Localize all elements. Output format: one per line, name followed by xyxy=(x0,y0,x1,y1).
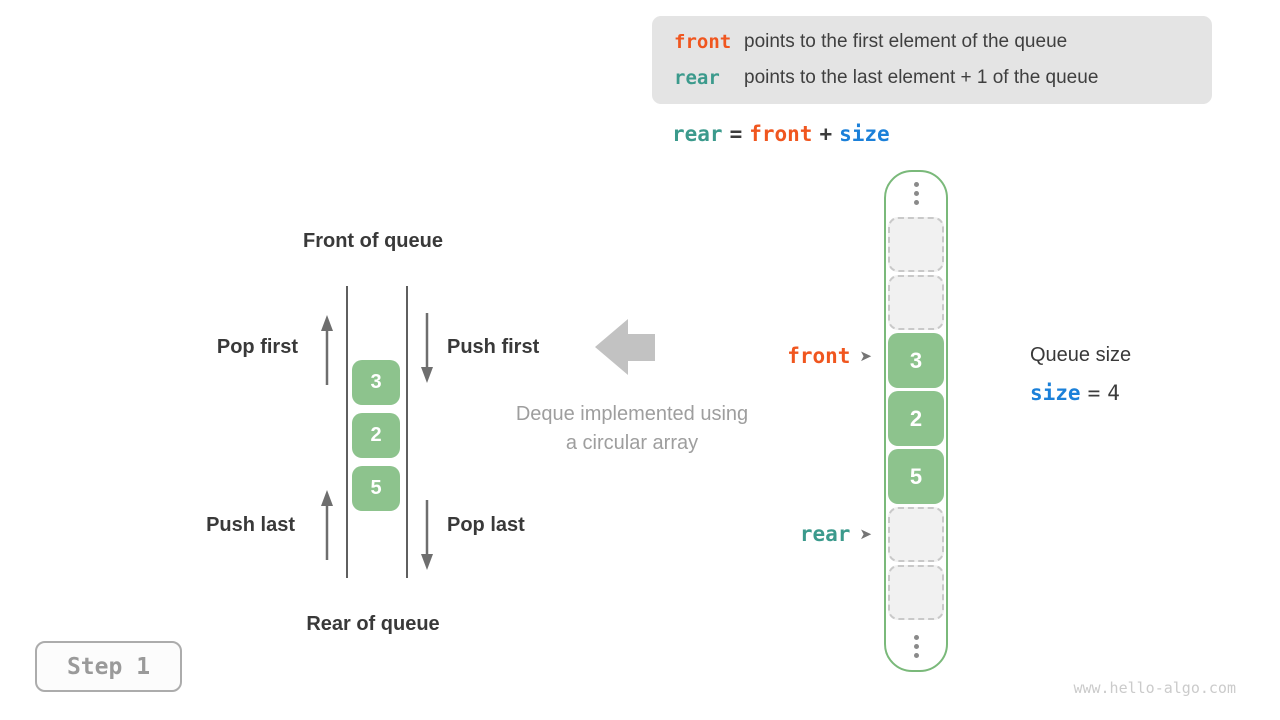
formula-equals: = xyxy=(729,122,743,146)
legend-line-front: front points to the first element of the… xyxy=(674,24,1212,60)
size-equals: = xyxy=(1087,381,1101,405)
step-badge: Step 1 xyxy=(35,641,182,692)
front-keyword: front xyxy=(674,31,732,53)
formula-size: size xyxy=(839,122,890,146)
legend-line-rear: rear points to the last element + 1 of t… xyxy=(674,60,1212,96)
queue-size-expression: size=4 xyxy=(1030,381,1120,406)
deque-cell: 5 xyxy=(352,466,400,511)
array-cell-value: 3 xyxy=(888,333,944,388)
left-block-arrow-icon xyxy=(595,319,655,375)
pointer-formula: rear=front+size xyxy=(672,122,890,146)
pop-first-label: Pop first xyxy=(216,336,298,358)
array-cell-empty xyxy=(888,217,944,272)
deque-cell: 3 xyxy=(352,360,400,405)
ellipsis-top-icon xyxy=(913,180,919,207)
pop-first-arrow-icon xyxy=(321,315,333,385)
size-variable: size xyxy=(1030,381,1081,405)
ellipsis-bottom-icon xyxy=(913,633,919,660)
push-first-arrow-icon xyxy=(421,313,433,383)
pop-last-arrow-icon xyxy=(421,500,433,570)
deque-value-stack: 3 2 5 xyxy=(352,360,400,519)
rear-description: points to the last element + 1 of the qu… xyxy=(744,67,1099,88)
array-cell-value: 5 xyxy=(888,449,944,504)
rear-pointer-label: rear xyxy=(799,522,851,546)
front-description: points to the first element of the queue xyxy=(744,31,1068,52)
push-first-label: Push first xyxy=(447,336,540,358)
circular-array: 3 2 5 xyxy=(884,170,948,672)
size-value: 4 xyxy=(1107,381,1120,405)
front-pointer-arrow-icon: ➤ xyxy=(859,347,872,365)
array-cell-value: 2 xyxy=(888,391,944,446)
array-cell-empty xyxy=(888,275,944,330)
formula-plus: + xyxy=(819,122,833,146)
formula-rear: rear xyxy=(672,122,723,146)
pop-last-label: Pop last xyxy=(447,514,525,536)
legend-box: front points to the first element of the… xyxy=(652,16,1212,104)
formula-front: front xyxy=(749,122,813,146)
caption: Deque implemented using a circular array xyxy=(482,400,782,458)
rear-of-queue-label: Rear of queue xyxy=(306,613,440,635)
caption-line2: a circular array xyxy=(565,432,699,454)
caption-line1: Deque implemented using xyxy=(515,403,749,425)
front-of-queue-label: Front of queue xyxy=(303,230,443,252)
push-last-arrow-icon xyxy=(321,490,333,560)
deque-cell: 2 xyxy=(352,413,400,458)
rear-pointer-arrow-icon: ➤ xyxy=(859,525,872,543)
array-cell-empty xyxy=(888,507,944,562)
rear-pointer: rear ➤ xyxy=(700,522,872,546)
rear-keyword: rear xyxy=(674,67,720,89)
front-pointer: front ➤ xyxy=(700,344,872,368)
front-pointer-label: front xyxy=(787,344,851,368)
watermark: www.hello-algo.com xyxy=(1073,679,1236,697)
queue-size-title: Queue size xyxy=(1030,344,1132,366)
array-cell-empty xyxy=(888,565,944,620)
push-last-label: Push last xyxy=(206,514,295,536)
